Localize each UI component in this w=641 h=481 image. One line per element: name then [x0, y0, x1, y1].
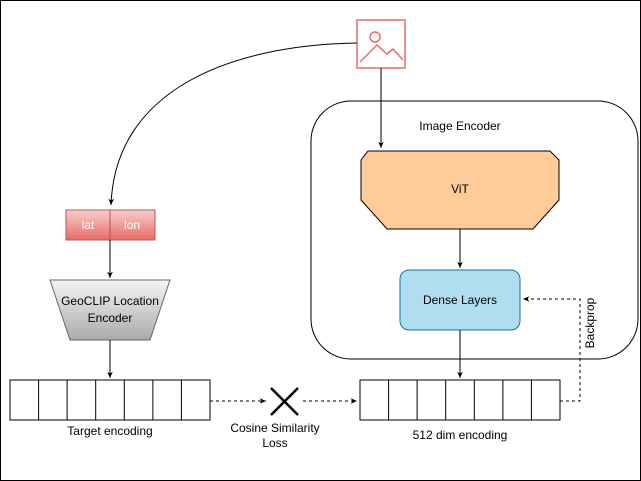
vit-label: ViT: [451, 182, 469, 196]
loss-label-line2: Loss: [262, 436, 287, 450]
target-encoding-label: Target encoding: [67, 424, 152, 438]
lat-label: lat: [82, 218, 95, 232]
loss-label-line1: Cosine Similarity: [230, 421, 319, 435]
image-icon: [356, 19, 406, 69]
loss-cross-icon: [270, 387, 299, 416]
output-encoding-label: 512 dim encoding: [413, 428, 508, 442]
location-encoder-block: [49, 279, 171, 341]
lat-box: [65, 209, 111, 241]
dense-layers-label: Dense Layers: [423, 293, 497, 307]
output-encoding-strip: [359, 379, 561, 421]
coords-block: lat lon: [65, 209, 156, 241]
target-encoding-strip: [9, 379, 211, 421]
location-encoder-line2: Encoder: [88, 311, 133, 325]
image-encoder-title: Image Encoder: [419, 119, 500, 133]
backprop-path: [523, 296, 581, 402]
lon-label: lon: [124, 218, 140, 232]
backprop-label: Backprop: [583, 297, 597, 348]
lon-box: [109, 209, 156, 241]
location-encoder-line1: GeoCLIP Location: [61, 294, 159, 308]
arrow-image-to-coords: [108, 42, 358, 206]
vit-block: [360, 150, 560, 230]
